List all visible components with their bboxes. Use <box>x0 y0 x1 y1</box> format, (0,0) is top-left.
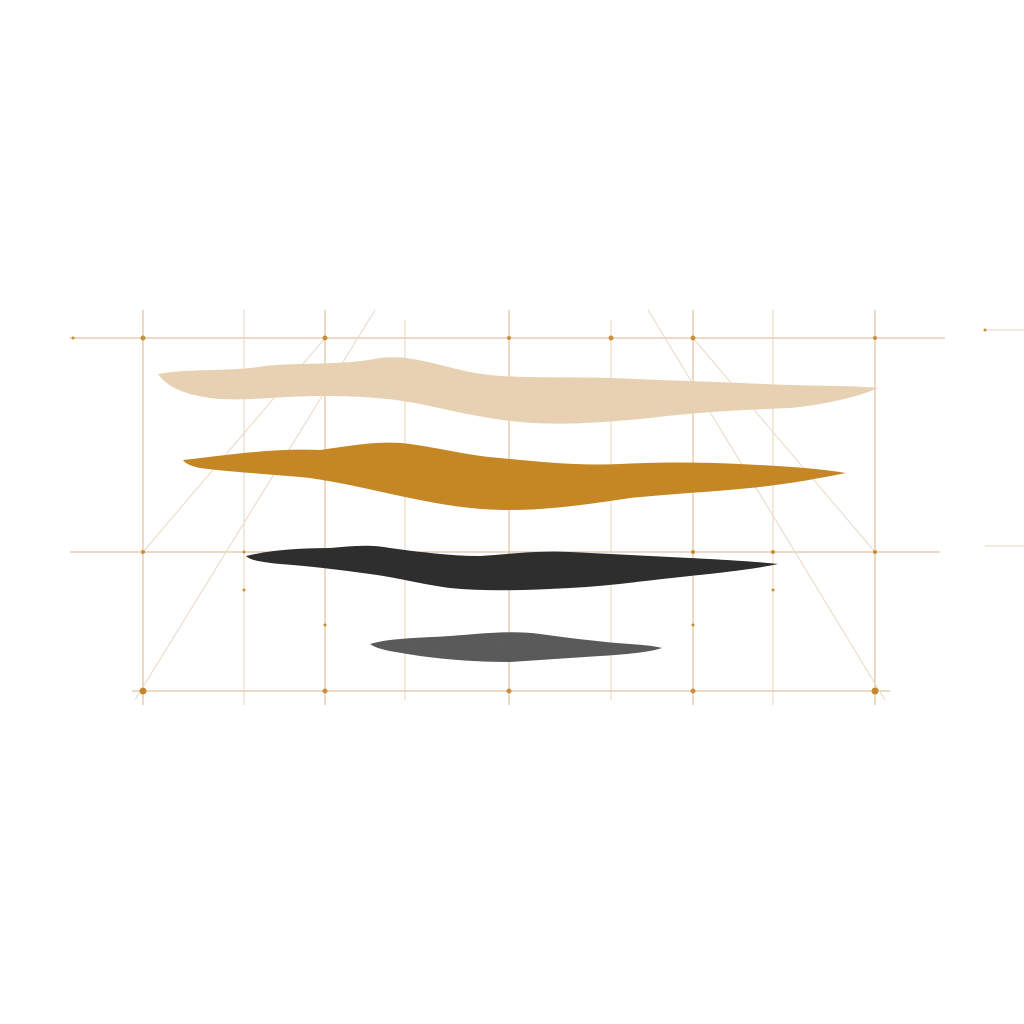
grid-dot <box>691 550 695 554</box>
grid-dot <box>141 550 145 554</box>
grid-dot <box>691 623 695 627</box>
grid-dot <box>873 336 877 340</box>
grid-dot <box>242 550 246 554</box>
grid-dot <box>771 550 775 554</box>
gray-brush-stroke <box>370 632 662 662</box>
grid-dot <box>140 335 146 341</box>
brush-strokes <box>158 357 878 662</box>
grid-dot <box>322 335 328 341</box>
grid-dot <box>771 588 775 592</box>
grid-diagonal-right <box>647 309 886 701</box>
grid-dot <box>506 688 512 694</box>
grid-dot <box>242 588 246 592</box>
grid-dot <box>71 336 75 340</box>
grid-dot <box>322 688 328 694</box>
ochre-brush-stroke <box>183 442 846 510</box>
grid-dot <box>507 336 511 340</box>
grid-dot <box>690 688 696 694</box>
grid-dot <box>690 335 696 341</box>
grid-dot <box>608 335 614 341</box>
grid-dot <box>873 550 877 554</box>
grid-dot <box>323 623 327 627</box>
charcoal-brush-stroke <box>246 545 778 591</box>
grid-dot <box>871 687 879 695</box>
grid-dot <box>983 328 987 332</box>
grid-diagonal-right-inner <box>692 337 876 553</box>
grid-dot <box>139 687 147 695</box>
beige-brush-stroke <box>158 357 878 424</box>
